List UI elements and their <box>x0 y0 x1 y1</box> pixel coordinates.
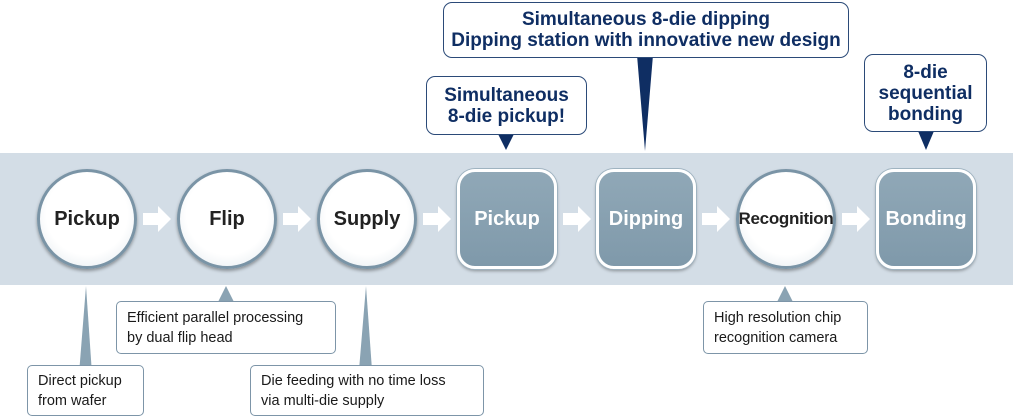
callout-line: Simultaneous <box>444 84 569 106</box>
step-label: Supply <box>333 207 401 230</box>
callout-line: 8-die pickup! <box>447 105 566 127</box>
flow-arrow-icon <box>842 206 870 232</box>
callout-line: via multi-die supply <box>261 392 385 409</box>
callout-line: from wafer <box>38 392 107 409</box>
callout-line: 8-die <box>903 61 948 83</box>
callout-recognition: High resolution chip recognition camera <box>703 301 868 354</box>
callout-dipping: Simultaneous 8-die dipping Dipping stati… <box>443 2 849 58</box>
step-label: Recognition <box>738 209 834 228</box>
flow-arrow-icon <box>702 206 730 232</box>
callout-flip: Efficient parallel processing by dual fl… <box>116 301 336 354</box>
callout-line: High resolution chip <box>714 309 842 326</box>
step-pickup-wafer: Pickup <box>37 169 137 269</box>
flow-arrow-icon <box>563 206 591 232</box>
callout-line: Die feeding with no time loss <box>261 372 446 389</box>
step-flip: Flip <box>177 169 277 269</box>
callout-line: bonding <box>888 103 963 125</box>
flow-arrow-icon <box>283 206 311 232</box>
step-label: Flip <box>209 207 245 230</box>
callout-line: Direct pickup <box>38 372 122 389</box>
flow-arrow-icon <box>143 206 171 232</box>
flow-arrow-icon <box>423 206 451 232</box>
step-dipping: Dipping <box>596 169 696 269</box>
callout-line: Efficient parallel processing <box>127 309 304 326</box>
step-bonding: Bonding <box>876 169 976 269</box>
step-label: Pickup <box>474 207 540 230</box>
step-label: Pickup <box>54 207 120 230</box>
callout-line: recognition camera <box>714 329 838 346</box>
callout-supply: Die feeding with no time loss via multi-… <box>250 365 484 416</box>
callout-line: Simultaneous 8-die dipping <box>521 9 771 30</box>
callout-line: by dual flip head <box>127 329 233 346</box>
callout-line: Dipping station with innovative new desi… <box>451 30 841 51</box>
step-label: Dipping <box>608 207 684 230</box>
step-pickup-8die: Pickup <box>457 169 557 269</box>
step-recognition: Recognition <box>736 169 836 269</box>
callout-line: sequential <box>878 82 973 104</box>
callout-bonding: 8-die sequential bonding <box>864 54 987 132</box>
callout-direct-pickup: Direct pickup from wafer <box>27 365 144 416</box>
step-label: Bonding <box>885 207 967 230</box>
callout-pickup: Simultaneous 8-die pickup! <box>426 76 587 135</box>
step-supply: Supply <box>317 169 417 269</box>
